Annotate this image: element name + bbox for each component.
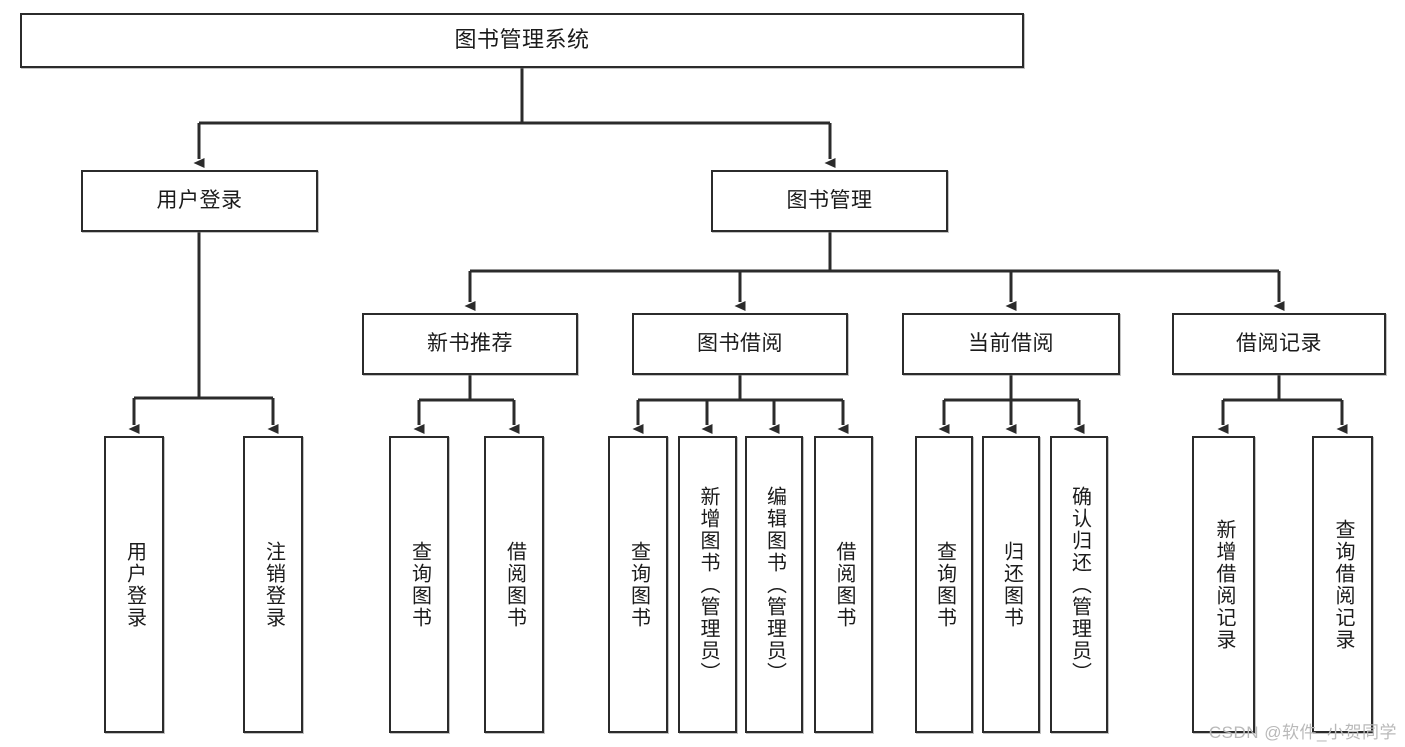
node-label: 用户登录 [156, 189, 243, 213]
leaf-borrow-book[interactable]: 借阅图书 [814, 436, 873, 733]
leaf-query-book-recommend[interactable]: 查询图书 [389, 436, 449, 733]
node-user-login[interactable]: 用户登录 [81, 170, 318, 232]
leaf-borrow-book-recommend[interactable]: 借阅图书 [484, 436, 544, 733]
leaf-query-borrow-record[interactable]: 查询借阅记录 [1312, 436, 1373, 733]
leaf-query-book-current[interactable]: 查询图书 [915, 436, 973, 733]
node-label: 查询图书 [408, 540, 431, 629]
leaf-user-login[interactable]: 用户登录 [104, 436, 164, 733]
node-label: 注销登录 [262, 540, 285, 629]
node-new-book-recommend[interactable]: 新书推荐 [362, 313, 578, 375]
node-borrow-record[interactable]: 借阅记录 [1172, 313, 1386, 375]
leaf-add-borrow-record[interactable]: 新增借阅记录 [1192, 436, 1255, 733]
leaf-query-book-borrow[interactable]: 查询图书 [608, 436, 668, 733]
node-label: 确认归还（管理员） [1068, 485, 1091, 684]
node-label: 图书借阅 [697, 332, 783, 356]
node-label: 当前借阅 [968, 332, 1054, 356]
node-label: 借阅记录 [1236, 332, 1322, 356]
node-label: 用户登录 [123, 540, 146, 629]
leaf-add-book-admin[interactable]: 新增图书（管理员） [678, 436, 737, 733]
leaf-logout[interactable]: 注销登录 [243, 436, 303, 733]
leaf-edit-book-admin[interactable]: 编辑图书（管理员） [745, 436, 803, 733]
node-label: 归还图书 [1000, 540, 1023, 629]
node-label: 编辑图书（管理员） [763, 485, 786, 684]
node-label: 查询图书 [627, 540, 650, 629]
node-book-borrow[interactable]: 图书借阅 [632, 313, 848, 375]
node-label: 新书推荐 [427, 332, 513, 356]
node-label: 借阅图书 [833, 540, 855, 629]
node-label: 查询图书 [933, 540, 956, 629]
node-current-borrow[interactable]: 当前借阅 [902, 313, 1120, 375]
node-label: 新增借阅记录 [1213, 518, 1235, 651]
node-label: 图书管理系统 [454, 27, 590, 53]
node-label: 新增图书（管理员） [697, 485, 719, 684]
leaf-confirm-return-admin[interactable]: 确认归还（管理员） [1050, 436, 1108, 733]
node-label: 借阅图书 [503, 540, 526, 629]
leaf-return-book[interactable]: 归还图书 [982, 436, 1040, 733]
node-label: 图书管理 [786, 189, 873, 213]
node-label: 查询借阅记录 [1332, 518, 1354, 651]
node-root[interactable]: 图书管理系统 [20, 13, 1024, 68]
node-book-management[interactable]: 图书管理 [711, 170, 948, 232]
